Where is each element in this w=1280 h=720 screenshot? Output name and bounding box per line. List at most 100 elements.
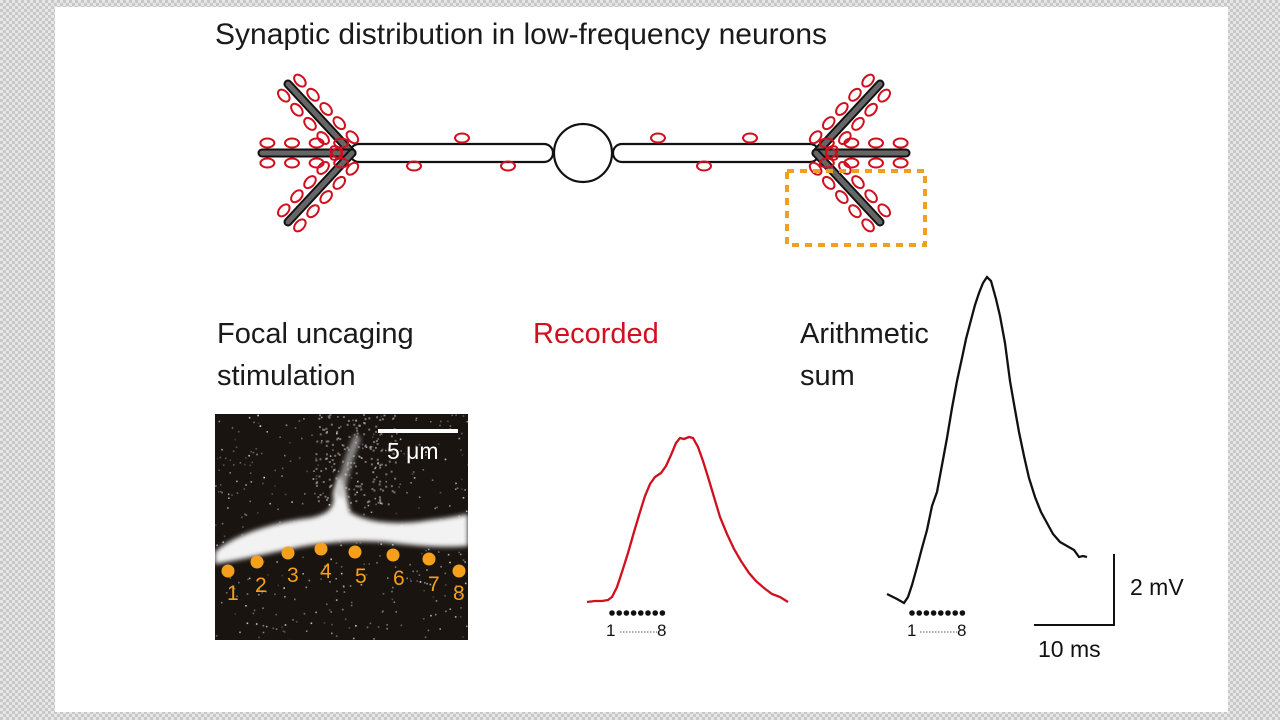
synapse xyxy=(500,160,516,172)
synapse xyxy=(454,132,470,144)
synapse xyxy=(406,160,422,172)
stimulus-dot xyxy=(938,610,944,616)
synapse xyxy=(308,137,325,149)
synapse xyxy=(696,160,712,172)
synapse xyxy=(316,131,330,146)
uncaging-spot xyxy=(422,552,436,566)
stimulus-dot xyxy=(923,610,930,616)
synapse xyxy=(843,137,860,149)
synapse xyxy=(284,157,300,169)
synapse xyxy=(329,146,344,161)
left-proximal-dendrite xyxy=(348,142,555,164)
distal-dendrite xyxy=(285,150,355,225)
uncaging-spot xyxy=(250,555,264,569)
arithmetic-sum-label: Arithmetic sum xyxy=(800,318,929,392)
synapse xyxy=(303,116,317,131)
synapse xyxy=(742,132,758,144)
stim-start-recorded: 1 xyxy=(606,621,616,640)
synapse xyxy=(824,146,839,161)
stimulus-dot xyxy=(930,610,937,616)
stim-end-arith: 8 xyxy=(957,621,967,640)
synapses xyxy=(259,73,909,233)
synapse xyxy=(290,102,304,117)
synapse xyxy=(835,101,849,116)
distal-dendrites xyxy=(257,79,911,227)
synapse xyxy=(316,160,330,175)
time-scale-label: 10 ms xyxy=(1038,636,1101,662)
distal-dendrite xyxy=(813,81,883,156)
synapse xyxy=(851,175,865,190)
synapse xyxy=(868,137,884,149)
uncaging-spot xyxy=(386,548,400,562)
uncaging-spot-label: 3 xyxy=(287,564,299,587)
synapse xyxy=(808,161,823,176)
stimulus-dot xyxy=(909,610,915,616)
synapse xyxy=(329,145,344,160)
synapse xyxy=(835,190,849,205)
synapse xyxy=(650,132,666,144)
synapse xyxy=(851,116,865,131)
synapse xyxy=(332,116,347,131)
distal-dendrite xyxy=(813,150,883,225)
distal-dendrite xyxy=(285,81,355,156)
arithmetic-sum-trace xyxy=(886,275,1088,605)
synapse xyxy=(293,73,307,88)
synapse xyxy=(861,218,875,233)
stimulus-dot xyxy=(616,610,622,616)
synapse xyxy=(290,189,304,204)
synapse xyxy=(818,137,835,149)
synapse xyxy=(284,137,300,149)
stimulus-dot xyxy=(945,610,951,616)
synapse xyxy=(861,73,875,88)
synapse xyxy=(306,204,320,219)
synapse xyxy=(332,175,347,190)
stimulus-dot xyxy=(630,610,637,616)
uncaging-spot-label: 5 xyxy=(355,565,367,588)
synapse xyxy=(818,157,835,169)
uncaging-spot-label: 6 xyxy=(393,567,405,590)
dendrite-shaft xyxy=(215,474,468,564)
recorded-label: Recorded xyxy=(533,318,659,350)
synapse xyxy=(848,204,862,219)
spine-neck xyxy=(335,434,361,499)
stimulus-dot xyxy=(623,610,630,616)
synapse xyxy=(892,137,909,149)
recorded-trace xyxy=(586,435,789,604)
synapse xyxy=(333,157,350,169)
synapse xyxy=(864,102,878,117)
stimulus-dot xyxy=(638,610,644,616)
synapse xyxy=(276,88,291,103)
uncaging-spot xyxy=(314,542,328,556)
stimulus-dot xyxy=(609,610,615,616)
synapse xyxy=(864,189,878,204)
synapse xyxy=(259,137,276,149)
stim-end-recorded: 8 xyxy=(657,621,667,640)
stimulus-dot xyxy=(959,610,966,616)
synapse xyxy=(821,175,836,190)
stimulus-dot xyxy=(645,610,651,616)
uncaging-spot-label: 8 xyxy=(453,582,465,605)
synapse xyxy=(306,87,320,102)
synapse xyxy=(345,130,360,145)
synapse xyxy=(877,88,892,103)
synapse xyxy=(319,101,333,116)
uncaging-spot-label: 7 xyxy=(428,573,440,596)
stimulus-dot xyxy=(659,610,666,616)
uncaging-spot xyxy=(221,564,235,578)
stimulus-dot xyxy=(952,610,958,616)
synapse xyxy=(259,157,276,169)
synapse xyxy=(276,203,291,218)
synapse xyxy=(838,131,852,146)
uncaging-spot xyxy=(452,564,466,578)
synapse xyxy=(333,137,350,149)
uncaging-spot xyxy=(281,546,295,560)
uncaging-spot-label: 1 xyxy=(227,582,239,605)
highlight-box xyxy=(785,169,927,247)
synapse xyxy=(303,175,317,190)
synapse xyxy=(821,116,836,131)
synapse xyxy=(808,130,823,145)
voltage-scale-label: 2 mV xyxy=(1130,574,1184,600)
focal-uncaging-label: Focal uncaging stimulation xyxy=(217,318,414,392)
synapse xyxy=(345,161,360,176)
synapse xyxy=(319,190,333,205)
